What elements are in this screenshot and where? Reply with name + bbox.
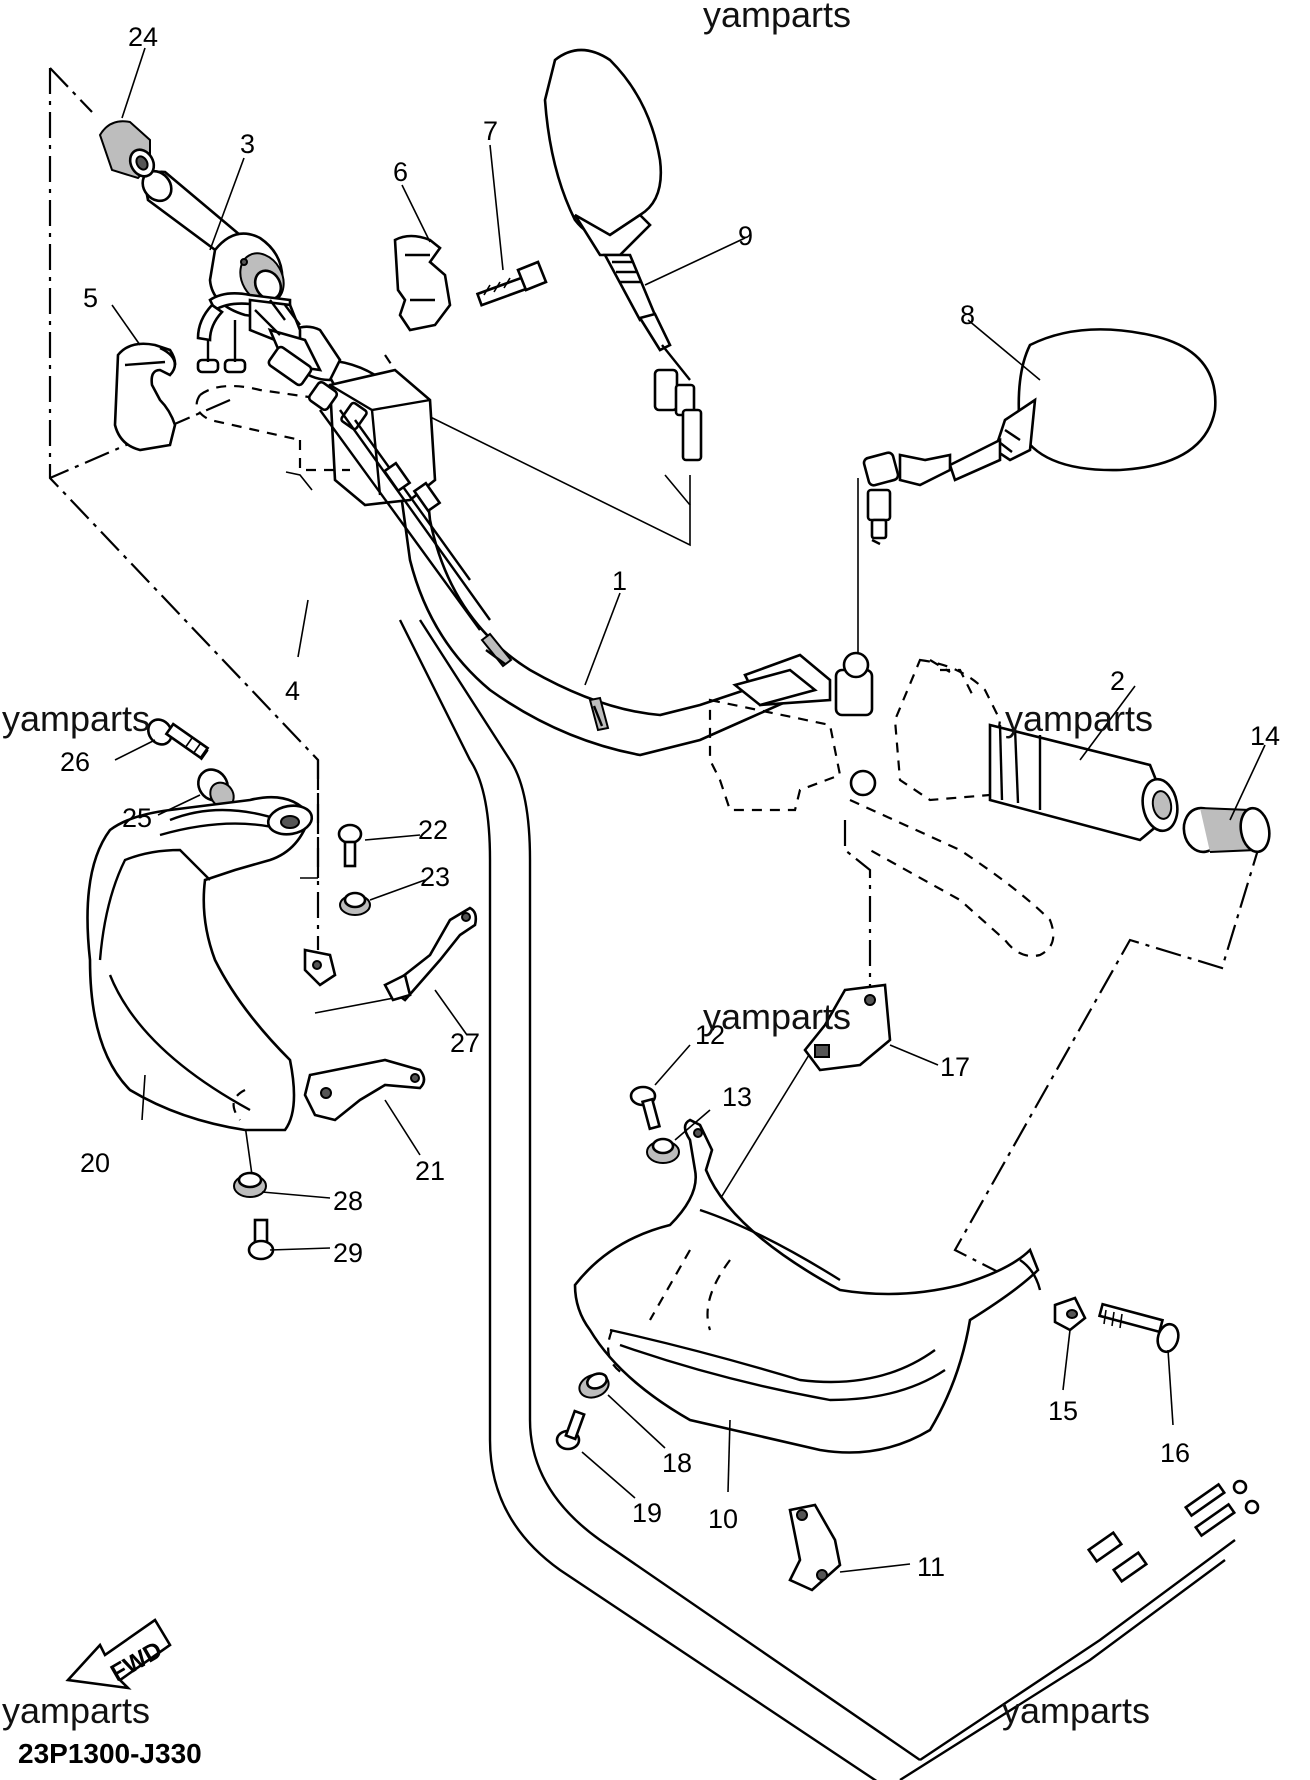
watermark-center: yamparts bbox=[703, 996, 852, 1037]
part-label-17: 17 bbox=[940, 1052, 970, 1082]
left-mirror bbox=[543, 48, 703, 462]
left-grip bbox=[141, 169, 285, 317]
part-label-12: 12 bbox=[695, 1020, 725, 1050]
right-hand-guard bbox=[573, 1118, 1042, 1454]
part-label-28: 28 bbox=[333, 1186, 363, 1216]
part-label-4: 4 bbox=[285, 676, 300, 706]
forward-arrow: FWD bbox=[65, 1618, 172, 1690]
part-label-29: 29 bbox=[333, 1238, 363, 1268]
collar-28 bbox=[233, 1171, 267, 1198]
part-label-20: 20 bbox=[80, 1148, 110, 1178]
part-label-23: 23 bbox=[420, 862, 450, 892]
right-control-assembly bbox=[708, 651, 1055, 958]
part-label-9: 9 bbox=[738, 221, 753, 251]
watermark-right-mid: yamparts bbox=[1005, 698, 1154, 739]
part-label-6: 6 bbox=[393, 157, 408, 187]
part-label-5: 5 bbox=[83, 283, 98, 313]
watermark-left: yamparts bbox=[2, 698, 151, 739]
part-label-22: 22 bbox=[418, 815, 448, 845]
part-label-15: 15 bbox=[1048, 1396, 1078, 1426]
part-label-1: 1 bbox=[612, 566, 627, 596]
watermark-bottom-right: yamparts bbox=[1002, 1690, 1151, 1731]
watermark-top: yamparts bbox=[703, 0, 852, 35]
bracket-17 bbox=[803, 983, 892, 1072]
bracket-11 bbox=[788, 1503, 842, 1592]
collar-15 bbox=[1053, 1296, 1087, 1332]
collar-13 bbox=[646, 1137, 680, 1164]
collar-18 bbox=[578, 1372, 610, 1399]
screw-19 bbox=[555, 1409, 586, 1451]
screw-12 bbox=[629, 1085, 662, 1131]
right-grip bbox=[988, 723, 1179, 842]
part-label-11: 11 bbox=[917, 1552, 945, 1582]
screw-22 bbox=[337, 823, 363, 868]
right-mirror bbox=[862, 328, 1217, 546]
clamp-bracket bbox=[393, 234, 452, 332]
bolt-7 bbox=[475, 260, 548, 307]
collar-23 bbox=[339, 891, 371, 916]
part-label-25: 25 bbox=[122, 803, 152, 833]
part-label-21: 21 bbox=[415, 1156, 445, 1186]
part-label-26: 26 bbox=[60, 747, 90, 777]
drawing-code: 23P1300-J330 bbox=[18, 1738, 202, 1769]
bracket-27 bbox=[303, 906, 478, 1002]
leader-lines bbox=[111, 47, 1266, 1573]
cables-upper bbox=[196, 292, 491, 631]
bracket-21 bbox=[303, 1058, 426, 1122]
left-hand-guard bbox=[86, 795, 314, 1132]
part-label-3: 3 bbox=[240, 129, 255, 159]
part-label-10: 10 bbox=[708, 1504, 738, 1534]
lever-holder bbox=[113, 342, 177, 452]
bolt-26 bbox=[147, 718, 210, 761]
part-label-18: 18 bbox=[662, 1448, 692, 1478]
part-label-19: 19 bbox=[632, 1498, 662, 1528]
part-label-16: 16 bbox=[1160, 1438, 1190, 1468]
screw-29 bbox=[247, 1218, 275, 1261]
left-grip-end bbox=[98, 120, 156, 180]
throttle-cable-loop bbox=[398, 619, 1260, 1780]
part-label-7: 7 bbox=[483, 116, 498, 146]
part-label-13: 13 bbox=[722, 1082, 752, 1112]
part-label-27: 27 bbox=[450, 1028, 480, 1058]
part-label-14: 14 bbox=[1250, 721, 1280, 751]
part-label-2: 2 bbox=[1110, 666, 1125, 696]
part-labels: 24 3 6 7 5 9 8 1 2 14 4 26 25 22 23 27 2… bbox=[60, 22, 1280, 1582]
right-grip-end bbox=[1182, 806, 1271, 854]
part-label-8: 8 bbox=[960, 300, 975, 330]
bolt-16 bbox=[1097, 1302, 1180, 1354]
part-label-24: 24 bbox=[128, 22, 158, 52]
watermark-bottom-left: yamparts bbox=[2, 1690, 151, 1731]
